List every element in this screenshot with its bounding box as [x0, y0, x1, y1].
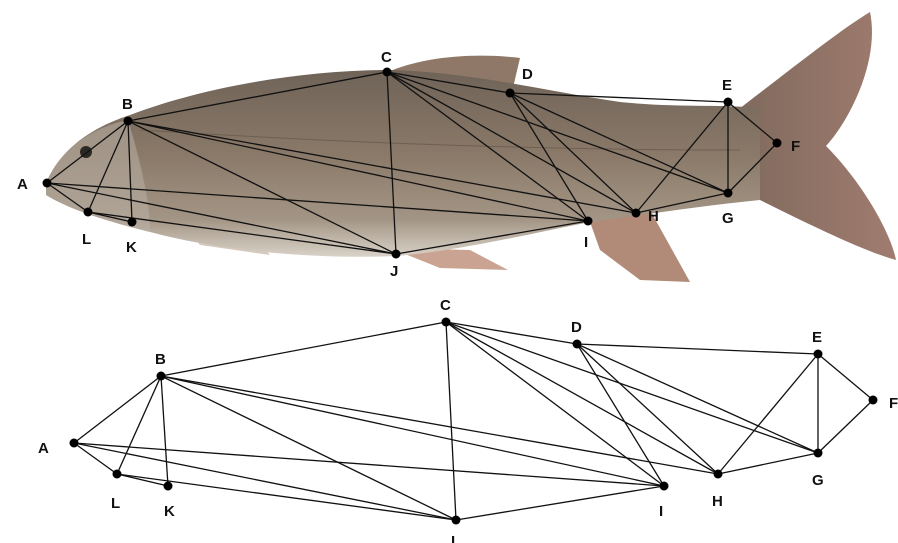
diagram-landmark-C-dot	[442, 318, 451, 327]
diagram-landmark-L-label: L	[111, 495, 120, 512]
diagram-landmark-F-label: F	[889, 395, 898, 412]
photo-landmark-L-dot	[84, 208, 93, 217]
photo-landmark-A-dot	[43, 179, 52, 188]
photo-landmark-J-dot	[392, 250, 401, 259]
photo-landmark-E-dot	[724, 98, 733, 107]
diagram-landmark-H-dot	[714, 470, 723, 479]
diagram-landmark-L-dot	[113, 470, 122, 479]
diagram-edge-D-G	[577, 344, 818, 453]
diagram-landmark-B-dot	[157, 372, 166, 381]
photo-landmark-B-label: B	[122, 96, 133, 113]
photo-landmark-H-dot	[632, 209, 641, 218]
photo-landmark-D-dot	[506, 89, 515, 98]
photo-landmark-I-dot	[584, 217, 593, 226]
anal-fin	[590, 210, 690, 282]
diagram-landmark-K-label: K	[164, 503, 175, 520]
diagram-landmark-J-label: I	[451, 533, 455, 543]
photo-landmark-K-label: K	[126, 239, 137, 256]
diagram-landmark-A-label: A	[38, 440, 49, 457]
diagram-edge-A-B	[74, 376, 161, 443]
photo-landmark-L-label: L	[82, 231, 91, 248]
diagram-edge-F-G	[818, 400, 873, 453]
diagram-edge-D-I	[577, 344, 664, 486]
photo-landmark-G-label: G	[722, 210, 734, 227]
photo-landmark-I-label: I	[584, 234, 588, 251]
diagram-edge-C-J	[446, 322, 456, 520]
diagram-landmark-K-dot	[164, 482, 173, 491]
photo-landmark-G-dot	[724, 189, 733, 198]
diagram-edge-B-I	[161, 376, 664, 486]
diagram-landmark-F-dot	[869, 396, 878, 405]
diagram-edge-D-E	[577, 344, 818, 354]
diagram-truss-lines	[74, 322, 873, 520]
diagram-landmark-I-dot	[660, 482, 669, 491]
photo-landmark-A-label: A	[17, 176, 28, 193]
diagram-landmark-G-label: G	[812, 472, 824, 489]
diagram-landmark-H-label: H	[712, 493, 723, 510]
photo-landmark-J-label: J	[390, 263, 398, 280]
diagram-edge-B-J	[161, 376, 456, 520]
diagram-edge-B-C	[161, 322, 446, 376]
photo-landmark-C-dot	[383, 68, 392, 77]
diagram-edge-I-J	[456, 486, 664, 520]
diagram-edge-D-H	[577, 344, 718, 474]
diagram-landmark-A-dot	[70, 439, 79, 448]
photo-landmark-H-label: H	[648, 208, 659, 225]
diagram-landmark-J-dot	[452, 516, 461, 525]
diagram-landmark-I-label: I	[659, 503, 663, 520]
photo-landmark-D-label: D	[522, 66, 533, 83]
diagram-edge-B-H	[161, 376, 718, 474]
diagram-landmark-B-label: B	[155, 351, 166, 368]
diagram-edge-B-K	[161, 376, 168, 486]
diagram-edge-A-J	[74, 443, 456, 520]
photo-landmark-B-dot	[124, 117, 133, 126]
photo-landmark-K-dot	[128, 218, 137, 227]
photo-landmark-E-label: E	[722, 77, 732, 94]
diagram-landmark-D-label: D	[571, 319, 582, 336]
photo-landmark-F-label: F	[791, 138, 800, 155]
diagram-landmark-D-dot	[573, 340, 582, 349]
diagram-landmark-G-dot	[814, 449, 823, 458]
diagram-edge-E-F	[818, 354, 873, 400]
diagram-landmark-C-label: C	[440, 297, 451, 314]
photo-landmark-C-label: C	[381, 49, 392, 66]
diagram-landmark-E-label: E	[812, 329, 822, 346]
photo-landmark-F-dot	[773, 139, 782, 148]
diagram-landmark-E-dot	[814, 350, 823, 359]
